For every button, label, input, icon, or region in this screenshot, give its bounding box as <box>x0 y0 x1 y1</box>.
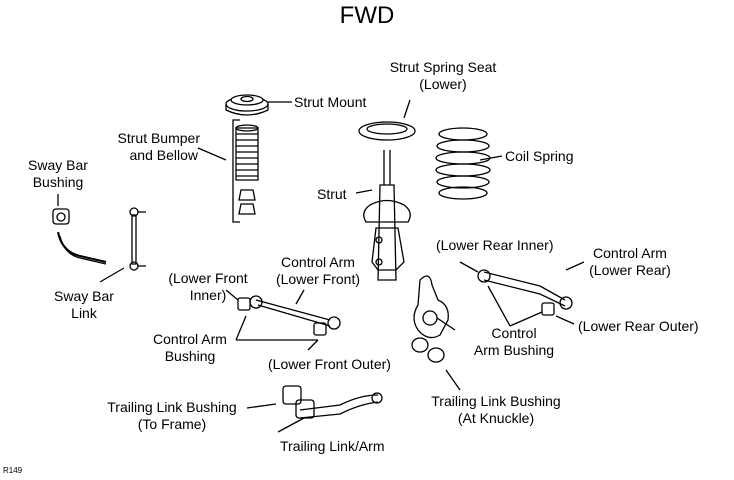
label-control-arm-bushing-left-2: Bushing <box>164 348 216 364</box>
figure-code: R149 <box>3 466 23 475</box>
label-lower-rear-inner: (Lower Rear Inner) <box>436 237 554 253</box>
front-control-arm-part <box>237 295 341 336</box>
knuckle-part <box>411 275 456 363</box>
label-trailing-link-bushing-frame-1: Trailing Link Bushing <box>107 399 237 415</box>
label-sway-bar-bushing-2: Bushing <box>32 174 84 190</box>
label-strut-bumper-1: Strut Bumper <box>117 130 200 146</box>
label-control-arm-bushing-right-2: Arm Bushing <box>473 342 555 358</box>
trailing-link-part <box>282 385 383 419</box>
sway-bar-bushing-part <box>52 208 70 225</box>
label-trailing-link-bushing-knuckle-1: Trailing Link Bushing <box>431 393 561 409</box>
diagram-title: FWD <box>339 2 395 29</box>
label-control-arm-bushing-left-1: Control Arm <box>153 331 227 347</box>
coil-spring-part <box>435 127 491 200</box>
label-control-arm-bushing-right-1: Control <box>491 325 537 341</box>
label-strut-spring-seat-2: (Lower) <box>419 76 467 92</box>
label-control-arm-rear-1: Control Arm <box>593 245 667 261</box>
label-trailing-link-bushing-frame-2: (To Frame) <box>137 416 207 432</box>
label-control-arm-front-1: Control Arm <box>281 254 355 270</box>
label-lower-rear-outer: (Lower Rear Outer) <box>578 318 699 334</box>
spring-seat-part <box>358 121 416 141</box>
label-trailing-link-bushing-knuckle-2: (At Knuckle) <box>457 410 535 426</box>
strut-mount-part <box>225 94 269 116</box>
label-sway-bar-link-2: Link <box>71 305 97 321</box>
label-sway-bar-bushing-1: Sway Bar <box>28 157 88 173</box>
label-strut: Strut <box>317 186 347 202</box>
sway-bar-link-part <box>129 207 146 271</box>
label-control-arm-front-2: (Lower Front) <box>275 271 361 287</box>
label-sway-bar-link-1: Sway Bar <box>54 288 114 304</box>
label-control-arm-rear-2: (Lower Rear) <box>589 262 671 278</box>
label-lower-front-inner-1: (Lower Front <box>168 270 248 286</box>
label-lower-front-inner-2: Inner) <box>189 287 227 303</box>
label-trailing-link-arm: Trailing Link/Arm <box>280 438 385 454</box>
leader-lines <box>57 99 585 433</box>
label-strut-mount: Strut Mount <box>294 94 367 110</box>
label-coil-spring: Coil Spring <box>505 148 574 164</box>
label-lower-front-outer: (Lower Front Outer) <box>268 356 391 372</box>
label-strut-bumper-2: and Bellow <box>129 147 199 163</box>
strut-bumper-part <box>235 124 259 215</box>
rear-control-arm-part <box>477 269 573 316</box>
strut-part <box>363 150 411 281</box>
label-strut-spring-seat-1: Strut Spring Seat <box>389 59 497 75</box>
